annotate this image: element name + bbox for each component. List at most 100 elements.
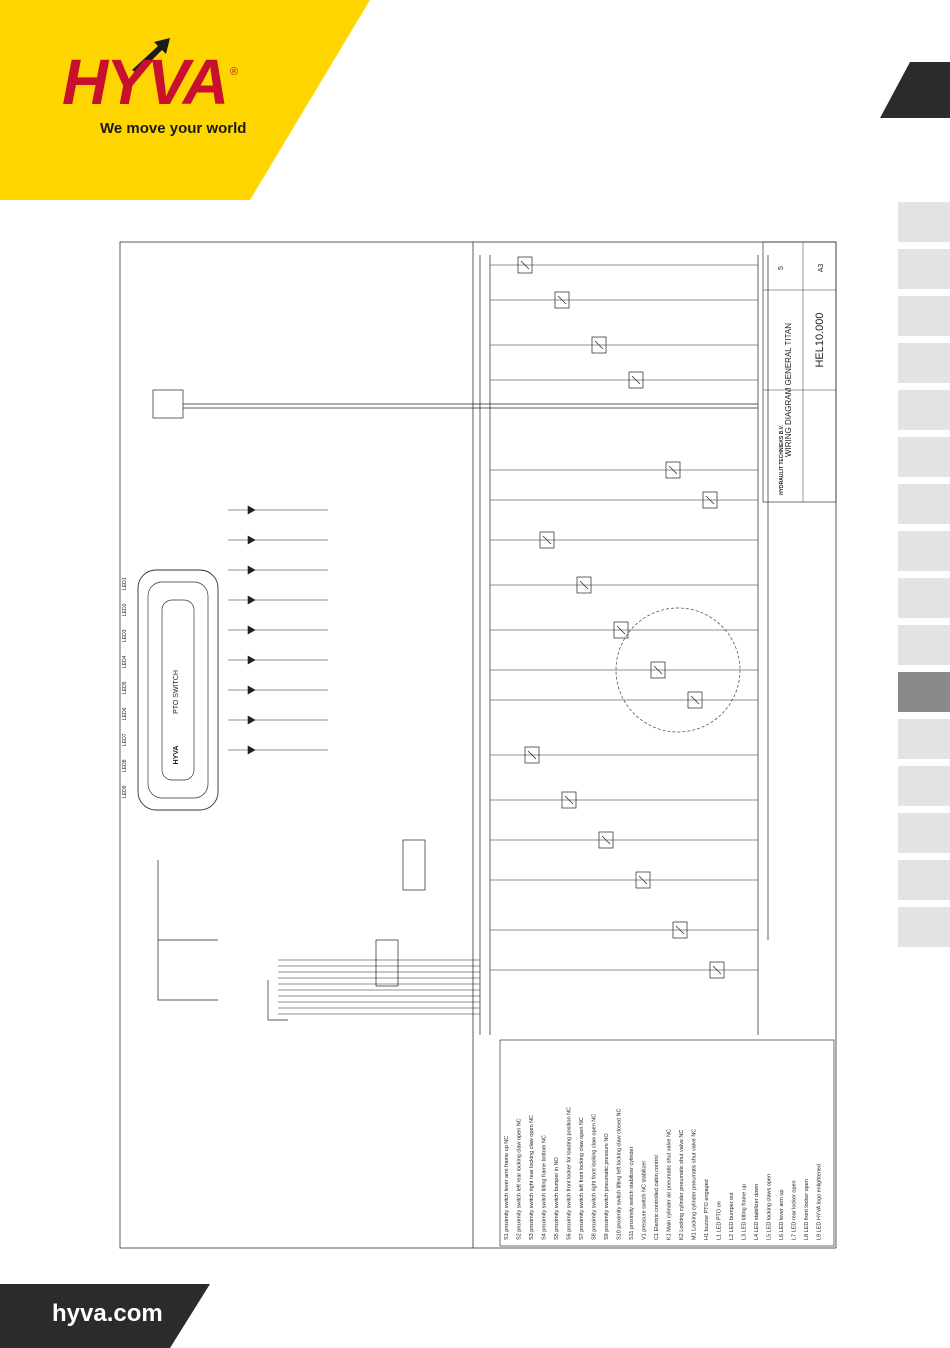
- chapter-tab-13[interactable]: [898, 766, 950, 806]
- legend-entry: L9 LED HYVA logo enlightened: [817, 1164, 823, 1240]
- chapter-tab-1[interactable]: [898, 202, 950, 242]
- relay-contact: [601, 835, 611, 845]
- relay-symbol: [539, 531, 555, 549]
- chapter-tab-7[interactable]: [898, 484, 950, 524]
- sheet-number: 5: [778, 266, 785, 270]
- relay-symbol: [687, 691, 703, 709]
- logo-arrow-icon: [132, 38, 170, 74]
- legend-entry: K2 Locking cylinder pneumatic shut valve…: [679, 1130, 685, 1240]
- header-yellow-corner: [0, 0, 370, 200]
- legend-entry: L7 LED rear locker open: [792, 1180, 798, 1240]
- legend-entry: L3 LED tilting frame up: [742, 1184, 748, 1240]
- chapter-tab-2[interactable]: [898, 249, 950, 289]
- legend-entry: S7 proximity switch left front locking c…: [579, 1117, 585, 1240]
- chapter-tab-5[interactable]: [898, 390, 950, 430]
- chapter-tab-9[interactable]: [898, 578, 950, 618]
- legend-entry: S6 proximity switch front locker for loa…: [567, 1107, 573, 1240]
- relay-symbol: [554, 291, 570, 309]
- relay-contact: [557, 295, 567, 305]
- chapter-tab-marker: [880, 62, 950, 118]
- website-link[interactable]: hyva.com: [52, 1300, 163, 1327]
- relay-symbol: [576, 576, 592, 594]
- relay-symbol: [650, 661, 666, 679]
- relay-contact: [668, 465, 678, 475]
- relay-symbol: [709, 961, 725, 979]
- legend-entry: K1 Main cylinder air pneumatic shut valv…: [667, 1129, 673, 1240]
- brand-tagline: We move your world: [100, 120, 247, 137]
- led-diode: [247, 595, 256, 605]
- legend-entry: S3 proximity switch right rear locking c…: [529, 1115, 535, 1240]
- relay-symbol: [672, 921, 688, 939]
- drawing-number: HEL10.000: [814, 312, 826, 367]
- legend-entry: S9 proximity switch pneumatic pressure N…: [604, 1133, 610, 1240]
- legend-entry: L6 LED lever arm up: [779, 1190, 785, 1240]
- relay-contact: [527, 750, 537, 760]
- legend-entry: L2 LED bumper out: [729, 1192, 735, 1240]
- sheet-size: A3: [818, 264, 825, 273]
- legend-entry: S1 proximity switch lever arm frame up N…: [504, 1136, 510, 1240]
- relay-contact: [631, 375, 641, 385]
- led-diode: [247, 535, 256, 545]
- led-diode: [247, 685, 256, 695]
- relay-contact: [542, 535, 552, 545]
- chapter-tab-14[interactable]: [898, 813, 950, 853]
- relay-symbol: [517, 256, 533, 274]
- company-name: HYDRAULIT TECHNIEKS B.V.: [779, 424, 785, 494]
- led-label: LED5: [122, 681, 128, 694]
- drawing-title: WIRING DIAGRAM GENERAL TITAN: [784, 323, 793, 457]
- chapter-tab-8[interactable]: [898, 531, 950, 571]
- brand-logo: HYVA: [62, 46, 229, 118]
- chapter-tab-6[interactable]: [898, 437, 950, 477]
- relay-contact: [653, 665, 663, 675]
- legend-entry: S5 proximity switch bumper in NO: [554, 1156, 560, 1240]
- legend-entry: L8 LED front locker open: [804, 1179, 810, 1240]
- relay-symbol: [598, 831, 614, 849]
- chapter-tab-3[interactable]: [898, 296, 950, 336]
- chapter-tab-10[interactable]: [898, 625, 950, 665]
- led-label: LED4: [122, 655, 128, 668]
- panel-brand: HYVA: [173, 746, 180, 765]
- led-label: LED9: [122, 785, 128, 798]
- footer-dark-bar: [0, 1284, 210, 1348]
- relay-contact: [616, 625, 626, 635]
- chapter-tab-11[interactable]: [898, 672, 950, 712]
- led-label: LED3: [122, 629, 128, 642]
- relay-contact: [594, 340, 604, 350]
- led-diode: [247, 745, 256, 755]
- led-label: LED2: [122, 603, 128, 616]
- relay-symbol: [524, 746, 540, 764]
- chapter-tab-4[interactable]: [898, 343, 950, 383]
- relay-symbol: [665, 461, 681, 479]
- relay-symbol: [702, 491, 718, 509]
- chapter-side-tabs: [898, 202, 950, 954]
- legend-entry: M1 Locking cylinder pneumatic shut valve…: [692, 1129, 698, 1240]
- wiring-diagram: PTO SWITCH HYVA LED1LED2LED3LED4LED5LED6…: [119, 241, 837, 1249]
- chapter-tab-12[interactable]: [898, 719, 950, 759]
- relay-symbol: [635, 871, 651, 889]
- legend-entry: S4 proximity switch tilting frame bottom…: [542, 1135, 548, 1240]
- led-diode: [247, 505, 256, 515]
- legend-entry: S10 proximity switch lifting left lockin…: [617, 1109, 623, 1240]
- legend-entry: C1 Electric controlled cabin control: [654, 1155, 660, 1240]
- led-label: LED8: [122, 759, 128, 772]
- relay-symbol: [561, 791, 577, 809]
- legend-entry: S11 proximity switch stabilizer cylinder: [629, 1146, 635, 1240]
- chapter-tab-16[interactable]: [898, 907, 950, 947]
- led-label: LED1: [122, 577, 128, 590]
- relay-contact: [520, 260, 530, 270]
- led-diode: [247, 625, 256, 635]
- relay-contact: [712, 965, 722, 975]
- relay-symbol: [591, 336, 607, 354]
- panel-title: PTO SWITCH: [173, 670, 180, 714]
- led-label: LED7: [122, 733, 128, 746]
- relay-contact: [675, 925, 685, 935]
- registered-mark: ®: [230, 66, 239, 78]
- legend-entry: L1 LED PTO on: [717, 1201, 723, 1240]
- legend-entry: V1 pressure switch NC stabilizer: [642, 1161, 648, 1240]
- relay-symbol: [628, 371, 644, 389]
- legend-entry: L5 LED locking claws open: [767, 1174, 773, 1240]
- led-label: LED6: [122, 707, 128, 720]
- legend-entry: L4 LED stabilizer down: [754, 1184, 760, 1240]
- chapter-tab-15[interactable]: [898, 860, 950, 900]
- relay-contact: [579, 580, 589, 590]
